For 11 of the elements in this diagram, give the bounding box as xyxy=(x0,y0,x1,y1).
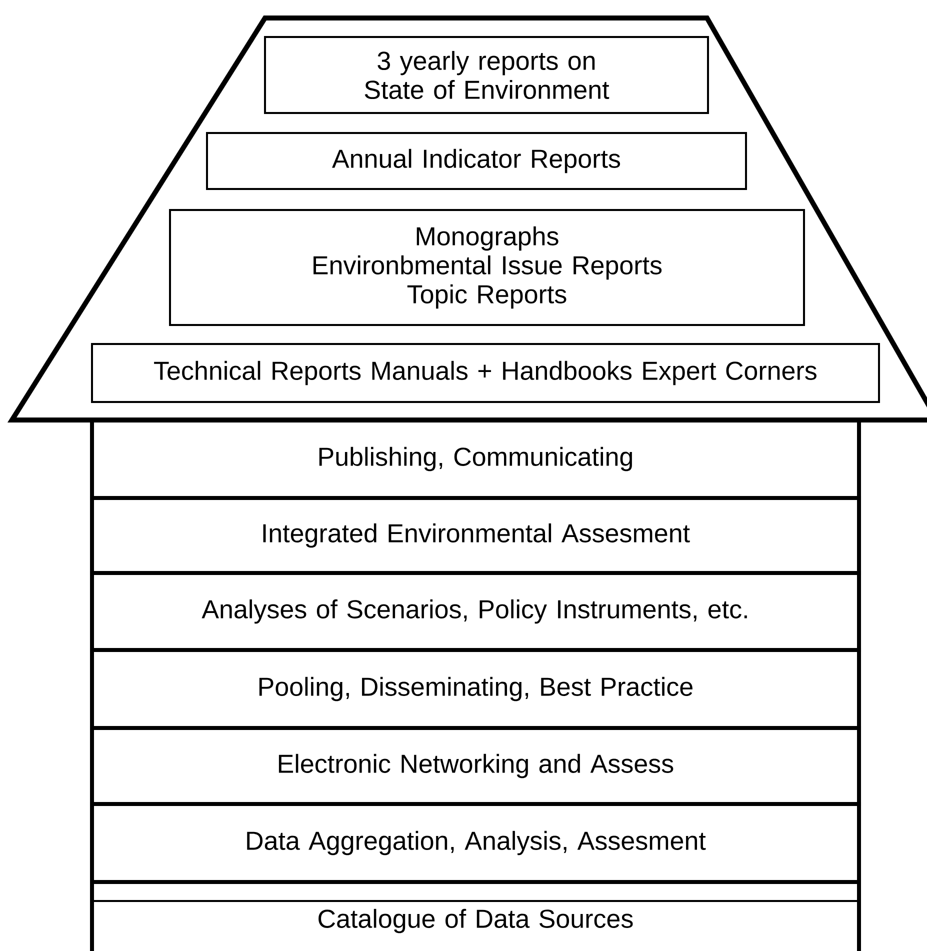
layer-band: Pooling, Disseminating, Best Practice xyxy=(90,648,861,730)
layer-band: Analyses of Scenarios, Policy Instruments, etc. xyxy=(90,571,861,652)
layer-band: Integrated Environmental Assesment xyxy=(90,496,861,575)
report-box: Annual Indicator Reports xyxy=(206,132,747,190)
report-box: 3 yearly reports on State of Environment xyxy=(264,36,709,114)
report-box: Monographs Environbmental Issue Reports Topic Reports xyxy=(169,209,805,326)
layer-band: Electronic Networking and Assess xyxy=(90,726,861,806)
report-box: Technical Reports Manuals + Handbooks Expert Corners xyxy=(91,343,880,403)
layer-band: Catalogue of Data Sources xyxy=(90,880,861,951)
layer-band: Data Aggregation, Analysis, Assesment xyxy=(90,802,861,884)
layer-band: Publishing, Communicating xyxy=(90,418,861,500)
